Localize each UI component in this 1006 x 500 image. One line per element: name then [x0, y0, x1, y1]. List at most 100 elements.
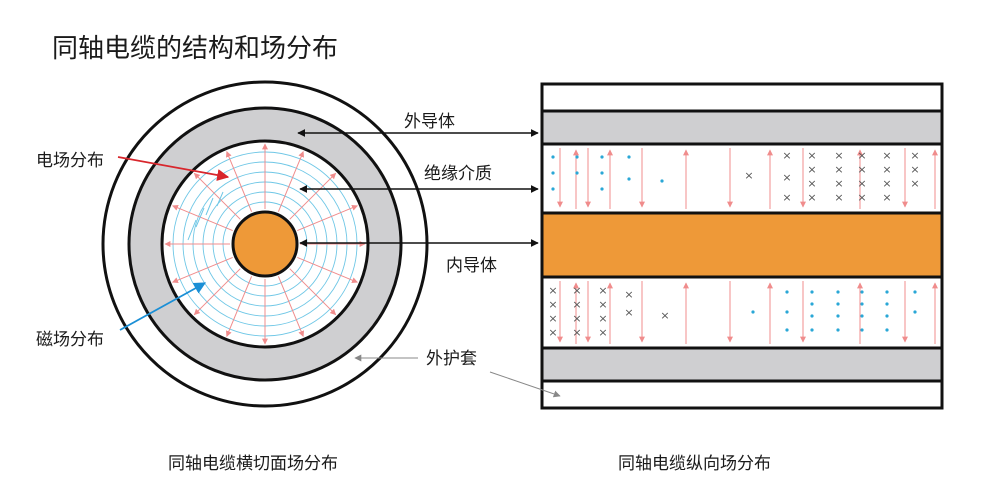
field-dot-symbol — [810, 290, 814, 294]
field-dot-symbol — [836, 328, 840, 332]
field-cross-symbol: × — [910, 177, 919, 190]
field-cross-symbol: × — [807, 163, 816, 176]
label-outer-conductor: 外导体 — [404, 112, 455, 132]
label-electric-field: 电场分布 — [36, 151, 104, 171]
field-dot-symbol — [810, 302, 814, 306]
caption-longitudinal: 同轴电缆纵向场分布 — [618, 454, 771, 474]
field-cross-symbol: × — [882, 177, 891, 190]
field-dot-symbol — [785, 290, 789, 294]
electric-field-radial — [297, 256, 358, 284]
diagram-title: 同轴电缆的结构和场分布 — [52, 34, 338, 64]
field-dot-symbol — [860, 328, 864, 332]
field-dot-symbol — [600, 187, 604, 191]
electric-field-radial — [289, 268, 337, 316]
field-cross-symbol: × — [807, 177, 816, 190]
field-dot-symbol — [551, 187, 555, 191]
field-cross-symbol: × — [598, 298, 607, 311]
field-dot-symbol — [836, 290, 840, 294]
field-cross-symbol: × — [624, 288, 633, 301]
field-cross-symbol: × — [882, 191, 891, 204]
label-inner-conductor: 内导体 — [446, 256, 497, 276]
electric-field-radial — [172, 204, 233, 232]
field-cross-symbol: × — [834, 191, 843, 204]
longitudinal-field-lines — [557, 148, 938, 344]
field-cross-symbol: × — [882, 163, 891, 176]
magnetic-direction-arrows — [187, 191, 224, 241]
electric-field-radial — [289, 172, 337, 220]
field-dot-symbol — [551, 155, 555, 159]
inner-conductor-core — [231, 210, 299, 278]
field-cross-symbol: × — [548, 326, 557, 339]
field-dot-symbol — [627, 155, 631, 159]
field-dot-symbol — [751, 310, 755, 314]
field-dot-symbol — [860, 290, 864, 294]
field-cross-symbol: × — [910, 163, 919, 176]
field-dot-symbol — [836, 314, 840, 318]
electric-field-radial — [172, 256, 233, 284]
long-inner-conductor — [540, 211, 944, 279]
field-cross-symbol: × — [572, 326, 581, 339]
field-dot-symbol — [575, 155, 579, 159]
field-cross-symbol: × — [744, 169, 753, 182]
field-cross-symbol: × — [782, 171, 791, 184]
long-outer-conductor-bottom — [540, 346, 944, 383]
label-jacket: 外护套 — [426, 349, 477, 369]
electric-field-radial — [193, 268, 241, 316]
field-cross-symbol: × — [624, 306, 633, 319]
longitudinal-field-symbols: ×××××××××××××××××××××××××××××××××××××× — [548, 149, 919, 339]
electric-field-callout-arrow — [117, 156, 230, 181]
field-cross-symbol: × — [857, 163, 866, 176]
field-dot-symbol — [885, 314, 889, 318]
field-dot-symbol — [785, 328, 789, 332]
field-dot-symbol — [885, 328, 889, 332]
electric-field-radial — [277, 276, 305, 337]
cross-section — [101, 80, 429, 408]
field-cross-symbol: × — [572, 312, 581, 325]
field-cross-symbol: × — [548, 284, 557, 297]
field-dot-symbol — [660, 179, 664, 183]
pointer-jacket-right — [489, 371, 561, 398]
longitudinal-section: ×××××××××××××××××××××××××××××××××××××× — [540, 82, 944, 410]
field-cross-symbol: × — [834, 149, 843, 162]
field-dot-symbol — [860, 302, 864, 306]
long-outer-conductor-top — [540, 109, 944, 146]
field-dot-symbol — [913, 310, 917, 314]
field-cross-symbol: × — [857, 149, 866, 162]
field-cross-symbol: × — [782, 149, 791, 162]
field-dot-symbol — [785, 310, 789, 314]
field-cross-symbol: × — [572, 298, 581, 311]
field-cross-symbol: × — [598, 312, 607, 325]
field-cross-symbol: × — [807, 149, 816, 162]
field-dot-symbol — [913, 290, 917, 294]
label-insulation: 绝缘介质 — [424, 164, 492, 184]
field-dot-symbol — [627, 177, 631, 181]
field-dot-symbol — [885, 302, 889, 306]
magnetic-field-callout-arrow — [119, 282, 207, 331]
field-cross-symbol: × — [834, 163, 843, 176]
field-dot-symbol — [860, 314, 864, 318]
field-cross-symbol: × — [548, 312, 557, 325]
field-cross-symbol: × — [548, 298, 557, 311]
electric-field-radial — [225, 151, 253, 212]
field-cross-symbol: × — [834, 177, 843, 190]
field-cross-symbol: × — [660, 309, 669, 322]
electric-field-radial — [297, 204, 358, 232]
field-dot-symbol — [575, 171, 579, 175]
field-cross-symbol: × — [782, 191, 791, 204]
field-dot-symbol — [836, 302, 840, 306]
field-cross-symbol: × — [910, 149, 919, 162]
field-cross-symbol: × — [572, 284, 581, 297]
field-cross-symbol: × — [598, 326, 607, 339]
electric-field-radial — [225, 276, 253, 337]
field-cross-symbol: × — [598, 284, 607, 297]
field-dot-symbol — [600, 155, 604, 159]
electric-field-radial — [277, 151, 305, 212]
field-cross-symbol: × — [807, 191, 816, 204]
caption-cross-section: 同轴电缆横切面场分布 — [168, 454, 338, 474]
field-dot-symbol — [551, 171, 555, 175]
label-magnetic-field: 磁场分布 — [36, 330, 104, 350]
field-cross-symbol: × — [857, 177, 866, 190]
field-dot-symbol — [885, 290, 889, 294]
